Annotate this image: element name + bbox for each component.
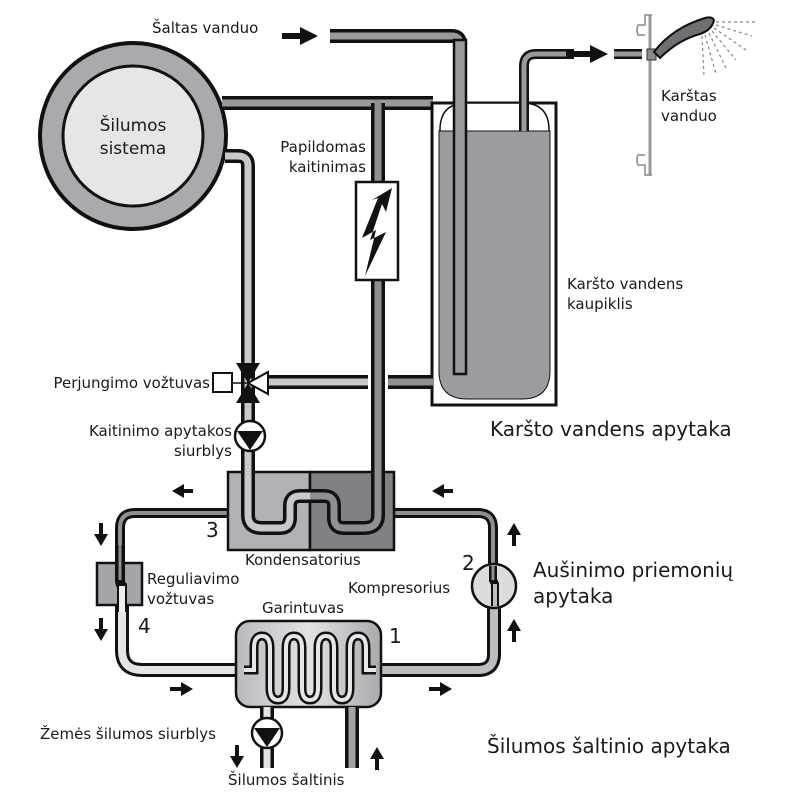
condenser <box>226 470 396 552</box>
flow-arrow-icon <box>432 484 453 498</box>
heating-return-pipe <box>225 149 255 360</box>
hot-water-pipe <box>519 49 642 131</box>
electric-heater-icon <box>362 188 392 276</box>
hot-water-label-line1: Karštas <box>661 87 717 105</box>
condenser-label: Kondensatorius <box>245 551 361 569</box>
auxiliary-heater <box>354 180 400 282</box>
cold-water-label: Šaltas vanduo <box>152 19 259 37</box>
hot-water-circuit-label: Karšto vandens apytaka <box>490 417 732 441</box>
shower-head-icon <box>636 14 756 176</box>
storage-tank-label-line1: Karšto vandens <box>567 275 684 293</box>
refrigerant-circuit-label: Aušinimo priemonių apytaka <box>533 557 733 609</box>
flow-arrow-icon <box>507 523 521 546</box>
source-circuit-label: Šilumos šaltinio apytaka <box>487 734 731 758</box>
refrigerant-loop <box>115 508 501 677</box>
aux-heating-label-line1: Papildomas <box>280 138 366 156</box>
flow-arrow-icon <box>230 745 244 768</box>
heating-pump-label-line1: Kaitinimo apytakos <box>88 422 232 440</box>
expansion-valve-label: Reguliavimo vožtuvas <box>147 569 239 609</box>
flow-arrow-icon <box>94 523 108 546</box>
hot-water-storage-tank <box>430 38 558 407</box>
refrigerant-circuit-label-line1: Aušinimo priemonių <box>533 558 734 582</box>
switch-valve-label: Perjungimo vožtuvas <box>53 374 210 392</box>
expansion-valve-label-line2: vožtuvas <box>147 590 215 608</box>
heating-pump-label: Kaitinimo apytakos siurblys <box>40 421 232 461</box>
evaporator-label: Garintuvas <box>262 599 344 617</box>
storage-tank-label-line2: kaupiklis <box>567 295 633 313</box>
expansion-valve-label-line1: Reguliavimo <box>147 570 240 588</box>
flow-arrow-icon <box>282 27 318 45</box>
compressor-label: Kompresorius <box>348 579 451 597</box>
heating-system-label-line1: Šilumos <box>99 116 167 136</box>
hot-water-label: Karštas vanduo <box>661 86 717 126</box>
stage-number-2: 2 <box>462 551 475 575</box>
aux-heating-label-line2: kaitinimas <box>288 158 366 176</box>
heating-system <box>38 41 228 231</box>
ground-pump-icon <box>250 716 284 750</box>
compressor <box>470 562 518 610</box>
stage-number-1: 1 <box>389 624 402 648</box>
heating-pump-label-line2: siurblys <box>173 442 232 460</box>
heating-system-label: Šilumos sistema <box>83 115 183 161</box>
tank-loop-pipe <box>266 360 433 470</box>
expansion-valve <box>95 545 144 612</box>
heating-pump-icon <box>233 419 267 453</box>
three-way-valve-icon <box>212 360 269 410</box>
storage-tank-label: Karšto vandens kaupiklis <box>567 274 683 314</box>
heating-system-label-line2: sistema <box>99 139 167 159</box>
flow-arrows <box>94 484 521 770</box>
stage-number-3: 3 <box>206 518 219 542</box>
flow-arrow-icon <box>170 682 193 696</box>
stage-number-4: 4 <box>138 614 151 638</box>
flow-arrow-icon <box>507 619 521 642</box>
flow-arrow-icon <box>429 682 452 696</box>
flow-arrow-icon <box>370 747 384 770</box>
flow-arrow-icon <box>572 45 608 63</box>
flow-arrow-icon <box>172 484 193 498</box>
refrigerant-circuit-label-line2: apytaka <box>533 584 614 608</box>
ground-pump-label: Žemės šilumos siurblys <box>40 725 216 743</box>
evaporator <box>234 619 383 768</box>
hot-water-label-line2: vanduo <box>661 107 717 125</box>
aux-heating-label: Papildomas kaitinimas <box>250 137 366 177</box>
heat-source-label: Šilumos šaltinis <box>228 771 345 789</box>
flow-arrow-icon <box>94 618 108 641</box>
